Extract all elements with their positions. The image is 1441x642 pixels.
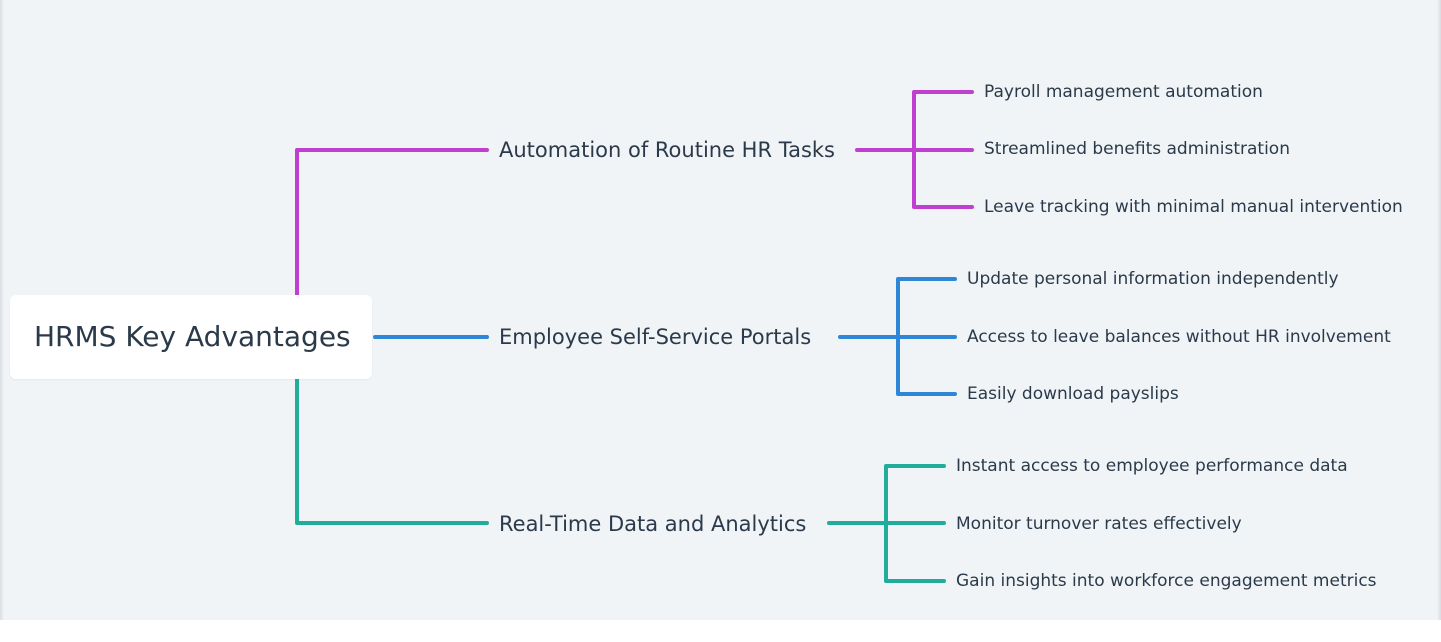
- leaf-update-info[interactable]: Update personal information independentl…: [967, 269, 1339, 289]
- leaf-turnover[interactable]: Monitor turnover rates effectively: [956, 514, 1242, 534]
- branch-self-service-label[interactable]: Employee Self-Service Portals: [499, 325, 812, 349]
- root-branch1-connector: [295, 148, 489, 297]
- leaf-payslips[interactable]: Easily download payslips: [967, 384, 1179, 404]
- bottom-strip: [0, 620, 1441, 642]
- leaf-engagement[interactable]: Gain insights into workforce engagement …: [956, 571, 1377, 591]
- branch3-bracket: [884, 464, 946, 583]
- branch2-bracket: [896, 277, 957, 396]
- branch-analytics-label[interactable]: Real-Time Data and Analytics: [499, 512, 807, 536]
- right-edge-shadow: [1437, 0, 1441, 620]
- leaf-leave-tracking[interactable]: Leave tracking with minimal manual inter…: [984, 197, 1403, 217]
- branch1-bracket: [912, 90, 974, 209]
- left-edge-shadow: [0, 0, 4, 620]
- leaf-payroll[interactable]: Payroll management automation: [984, 82, 1263, 102]
- branch-automation-label[interactable]: Automation of Routine HR Tasks: [499, 138, 835, 162]
- leaf-performance-data[interactable]: Instant access to employee performance d…: [956, 456, 1348, 476]
- root-branch3-connector: [295, 377, 489, 525]
- root-label: HRMS Key Advantages: [34, 320, 351, 353]
- leaf-benefits[interactable]: Streamlined benefits administration: [984, 139, 1290, 159]
- leaf-leave-balances[interactable]: Access to leave balances without HR invo…: [967, 327, 1391, 347]
- root-node[interactable]: [10, 295, 372, 379]
